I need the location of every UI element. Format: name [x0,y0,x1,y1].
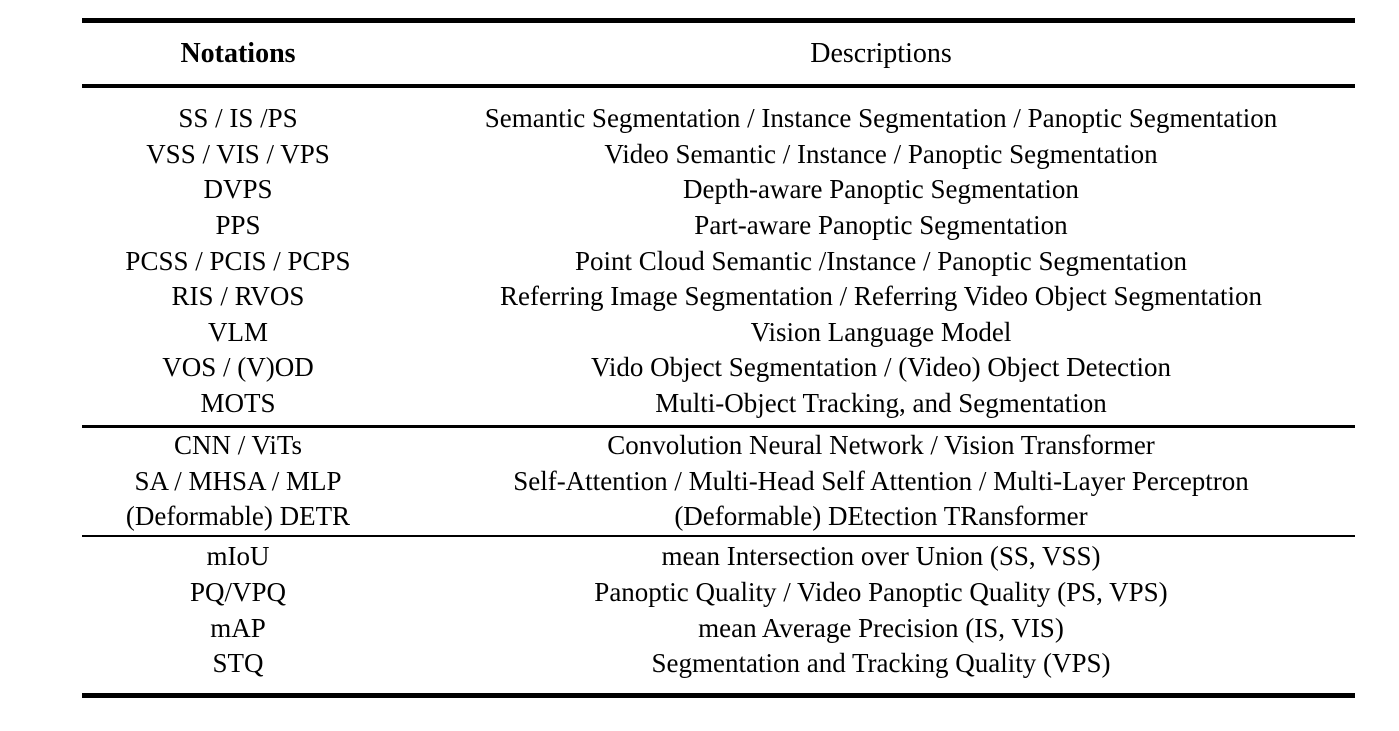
table-row: PQ/VPQ Panoptic Quality / Video Panoptic… [82,575,1355,611]
table-row: VSS / VIS / VPS Video Semantic / Instanc… [82,137,1355,173]
description-cell: Point Cloud Semantic /Instance / Panopti… [575,245,1187,276]
rule-section-1 [82,425,1355,428]
description-cell: Convolution Neural Network / Vision Tran… [607,430,1155,461]
section-metrics: mIoU mean Intersection over Union (SS, V… [82,537,1355,692]
table-row: STQ Segmentation and Tracking Quality (V… [82,646,1355,682]
table-row: PPS Part-aware Panoptic Segmentation [82,208,1355,244]
section-architectures: CNN / ViTs Convolution Neural Network / … [82,428,1355,535]
notation-table: Notations Descriptions SS / IS /PS Seman… [82,18,1355,698]
table-row: VLM Vision Language Model [82,315,1355,351]
table-header-row: Notations Descriptions [82,23,1355,84]
notation-cell: VSS / VIS / VPS [146,138,330,169]
rule-top [82,18,1355,23]
notation-cell: PCSS / PCIS / PCPS [125,245,351,276]
header-notations: Notations [180,37,296,69]
description-cell: Self-Attention / Multi-Head Self Attenti… [513,465,1249,496]
notation-cell: PQ/VPQ [189,577,287,608]
notation-cell: MOTS [200,388,276,419]
notation-cell: DVPS [203,174,273,205]
table-row: SA / MHSA / MLP Self-Attention / Multi-H… [82,463,1355,499]
description-cell: Part-aware Panoptic Segmentation [694,210,1068,241]
description-cell: Vido Object Segmentation / (Video) Objec… [590,352,1172,383]
description-cell: (Deformable) DEtection TRansformer [674,501,1088,532]
description-cell: Referring Image Segmentation / Referring… [500,281,1262,312]
description-cell: Multi-Object Tracking, and Segmentation [655,388,1107,419]
rule-section-2 [82,534,1355,538]
description-cell: Segmentation and Tracking Quality (VPS) [651,648,1111,679]
notation-cell: STQ [212,648,264,679]
table-row: mAP mean Average Precision (IS, VIS) [82,610,1355,646]
header-descriptions: Descriptions [810,37,952,69]
notation-cell: VOS / (V)OD [162,352,314,383]
notation-cell: CNN / ViTs [173,430,302,461]
notation-cell: mIoU [206,541,270,572]
table-row: VOS / (V)OD Vido Object Segmentation / (… [82,350,1355,386]
table-row: CNN / ViTs Convolution Neural Network / … [82,428,1355,464]
description-cell: Panoptic Quality / Video Panoptic Qualit… [594,577,1168,608]
rule-bottom [82,692,1355,698]
table-row: PCSS / PCIS / PCPS Point Cloud Semantic … [82,243,1355,279]
notation-cell: PPS [215,210,261,241]
table-row: (Deformable) DETR (Deformable) DEtection… [82,499,1355,535]
notation-cell: SS / IS /PS [178,103,298,134]
section-tasks: SS / IS /PS Semantic Segmentation / Inst… [82,88,1355,425]
description-cell: Depth-aware Panoptic Segmentation [683,174,1079,205]
notation-cell: RIS / RVOS [171,281,305,312]
table-row: MOTS Multi-Object Tracking, and Segmenta… [82,386,1355,422]
table-row: SS / IS /PS Semantic Segmentation / Inst… [82,101,1355,137]
table-row: mIoU mean Intersection over Union (SS, V… [82,539,1355,575]
description-cell: mean Intersection over Union (SS, VSS) [661,541,1101,572]
table-row: DVPS Depth-aware Panoptic Segmentation [82,172,1355,208]
description-cell: Video Semantic / Instance / Panoptic Seg… [604,138,1158,169]
description-cell: mean Average Precision (IS, VIS) [698,612,1064,643]
notation-cell: VLM [208,316,268,347]
notation-cell: SA / MHSA / MLP [134,465,342,496]
notation-cell: mAP [210,612,266,643]
description-cell: Semantic Segmentation / Instance Segment… [484,103,1278,134]
notation-cell: (Deformable) DETR [125,501,351,532]
rule-header-bottom [82,84,1355,88]
description-cell: Vision Language Model [750,316,1012,347]
table-row: RIS / RVOS Referring Image Segmentation … [82,279,1355,315]
